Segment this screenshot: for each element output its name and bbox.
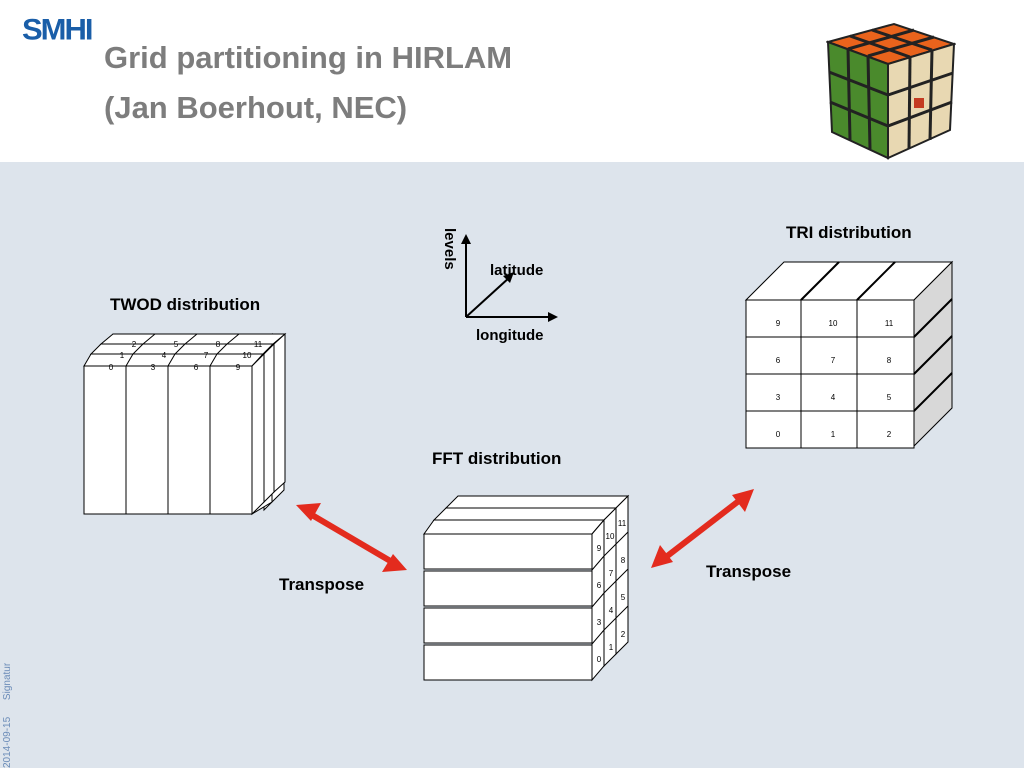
tri-cell-label: 2 <box>887 430 892 439</box>
tri-cell-label: 8 <box>887 356 892 365</box>
header: SMHI Grid partitioning in HIRLAM (Jan Bo… <box>0 0 1024 162</box>
transpose-left-label: Transpose <box>279 575 365 594</box>
tri-cell-label: 0 <box>776 430 781 439</box>
fft-cell-label: 1 <box>609 643 614 652</box>
twod-cell-label: 2 <box>132 340 137 349</box>
levels-axis-label: levels <box>441 228 458 270</box>
tri-cell-label: 3 <box>776 393 781 402</box>
footer-date: 2014-09-15 <box>2 716 13 768</box>
tri-cell-label: 6 <box>776 356 781 365</box>
tri-cell-label: 9 <box>776 319 781 328</box>
fft-cell-label: 3 <box>597 618 602 627</box>
tri-cell-label: 5 <box>887 393 892 402</box>
twod-cell-label: 0 <box>109 363 114 372</box>
tri-cell-label: 7 <box>831 356 836 365</box>
twod-cell-label: 8 <box>216 340 221 349</box>
tri-cell-label: 4 <box>831 393 836 402</box>
fft-title: FFT distribution <box>432 449 562 468</box>
partition-diagram: 0 1 2 3 4 5 6 7 8 9 10 11 <box>83 234 954 682</box>
axis-diagram <box>461 234 558 322</box>
footer-signature: Signatur <box>2 662 13 701</box>
transpose-arrow-left <box>296 503 407 572</box>
latitude-axis-label: latitude <box>490 262 544 279</box>
longitude-axis-label: longitude <box>476 327 544 344</box>
smhi-logo: SMHI <box>22 12 93 47</box>
twod-cell-label: 3 <box>151 363 156 372</box>
rubiks-cube-image <box>826 22 956 160</box>
fft-cell-label: 11 <box>618 519 627 528</box>
fft-cell-label: 8 <box>621 556 626 565</box>
twod-cell-label: 9 <box>236 363 241 372</box>
tri-cell-label: 1 <box>831 430 836 439</box>
twod-cell-label: 10 <box>243 351 252 360</box>
fft-cell-label: 6 <box>597 581 602 590</box>
footer: 2014-09-15 Signatur <box>2 649 13 768</box>
twod-cell-label: 11 <box>254 340 263 349</box>
twod-block <box>83 332 287 516</box>
tri-block <box>744 260 954 449</box>
tri-cell-label: 10 <box>829 319 838 328</box>
twod-cell-label: 4 <box>162 351 167 360</box>
fft-cell-label: 2 <box>621 630 626 639</box>
fft-block <box>423 494 630 682</box>
fft-cell-label: 0 <box>597 655 602 664</box>
page-subtitle: (Jan Boerhout, NEC) <box>104 90 408 125</box>
fft-cell-label: 10 <box>606 532 615 541</box>
transpose-right-label: Transpose <box>706 562 792 581</box>
twod-cell-label: 5 <box>174 340 179 349</box>
fft-cell-label: 9 <box>597 544 602 553</box>
tri-title: TRI distribution <box>786 223 912 242</box>
diagram-area: 0 1 2 3 4 5 6 7 8 9 10 11 <box>0 162 1024 768</box>
fft-cell-label: 7 <box>609 569 614 578</box>
fft-cell-label: 4 <box>609 606 614 615</box>
page-title: Grid partitioning in HIRLAM <box>104 40 513 75</box>
twod-title: TWOD distribution <box>110 295 261 314</box>
twod-cell-label: 6 <box>194 363 199 372</box>
twod-cell-label: 1 <box>120 351 125 360</box>
transpose-arrow-right <box>651 489 754 568</box>
tri-cell-label: 11 <box>885 319 894 328</box>
fft-cell-label: 5 <box>621 593 626 602</box>
twod-cell-label: 7 <box>204 351 209 360</box>
